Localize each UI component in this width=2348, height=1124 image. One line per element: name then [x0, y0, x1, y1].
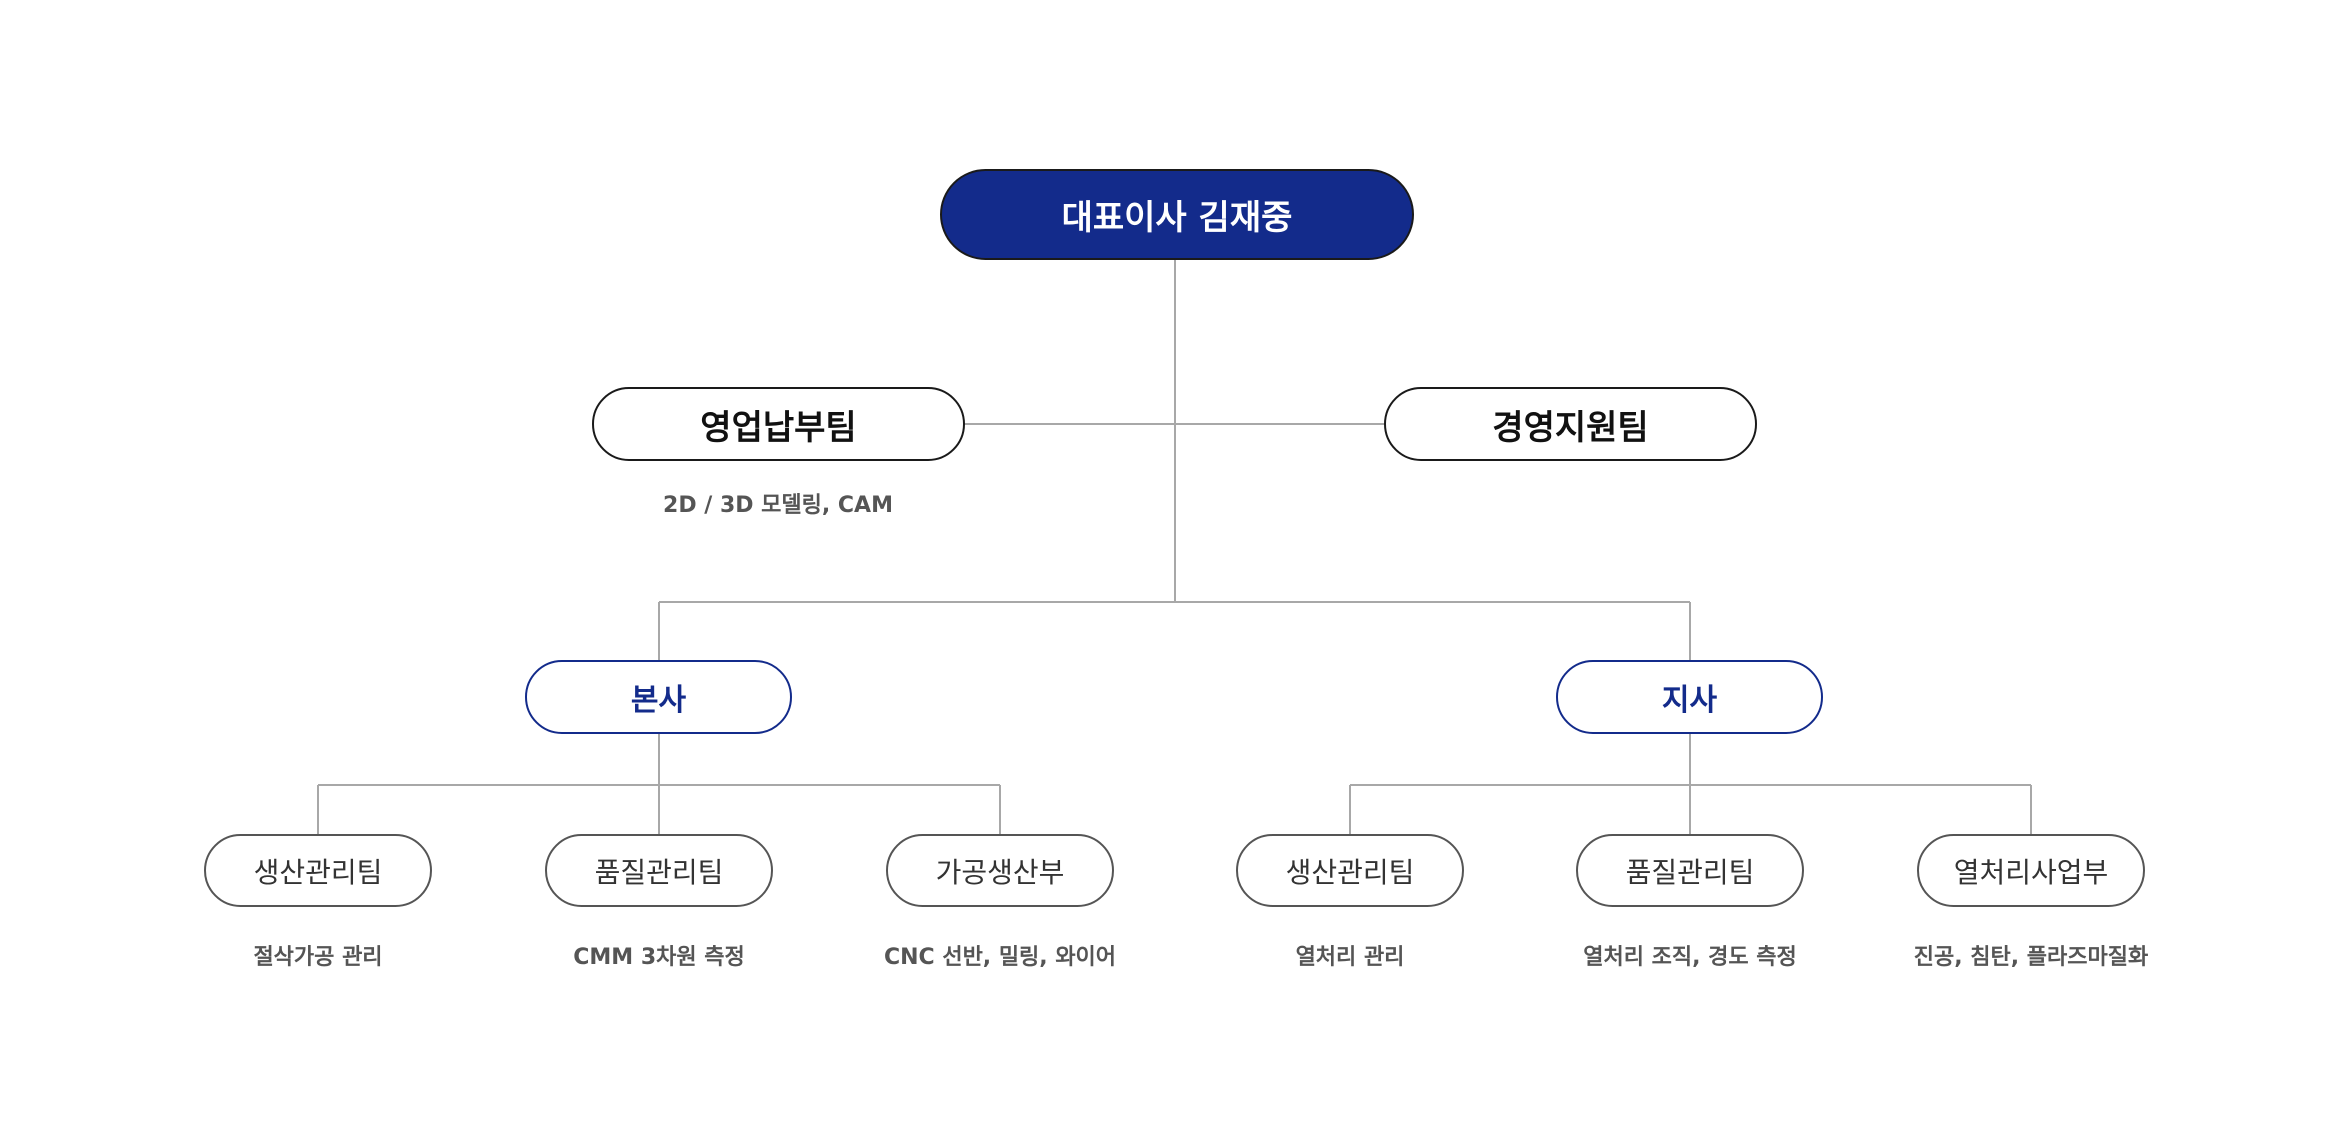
- branch-team-desc: 열처리 조직, 경도 측정: [1583, 945, 1797, 970]
- branch-label: 지사: [1661, 683, 1718, 718]
- branch-team-label: 열처리사업부: [1953, 855, 2109, 889]
- branch-node: 지사: [1556, 660, 1823, 734]
- hq-team-desc: 절삭가공 관리: [253, 945, 383, 970]
- sales-team-desc: 2D / 3D 모델링, CAM: [663, 493, 893, 518]
- hq-team-node: 품질관리팀: [545, 834, 773, 907]
- branch-team-node: 품질관리팀: [1576, 834, 1804, 907]
- branch-team-label: 품질관리팀: [1625, 855, 1755, 889]
- hq-team-desc: CMM 3차원 측정: [573, 945, 745, 970]
- hq-team-label: 품질관리팀: [594, 855, 724, 889]
- hq-team-node: 가공생산부: [886, 834, 1114, 907]
- hq-team-node: 생산관리팀: [204, 834, 432, 907]
- branch-team-desc: 진공, 침탄, 플라즈마질화: [1913, 945, 2149, 970]
- ceo-label: 대표이사 김재중: [1061, 198, 1293, 238]
- management-team-label: 경영지원팀: [1492, 407, 1649, 448]
- sales-team-label: 영업납부팀: [700, 407, 857, 448]
- ceo-node: 대표이사 김재중: [940, 169, 1414, 260]
- hq-team-label: 가공생산부: [935, 855, 1065, 889]
- hq-node: 본사: [525, 660, 792, 734]
- management-team-node: 경영지원팀: [1384, 387, 1757, 461]
- hq-team-label: 생산관리팀: [253, 855, 383, 889]
- hq-label: 본사: [630, 683, 687, 718]
- branch-team-desc: 열처리 관리: [1295, 945, 1405, 970]
- branch-team-node: 생산관리팀: [1236, 834, 1464, 907]
- branch-team-label: 생산관리팀: [1285, 855, 1415, 889]
- branch-team-node: 열처리사업부: [1917, 834, 2145, 907]
- sales-team-node: 영업납부팀: [592, 387, 965, 461]
- hq-team-desc: CNC 선반, 밀링, 와이어: [883, 945, 1117, 970]
